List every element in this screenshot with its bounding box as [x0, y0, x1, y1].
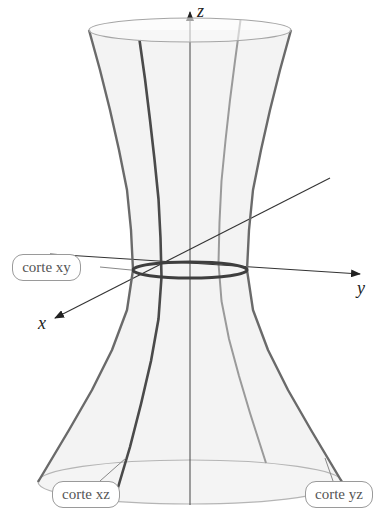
callout-box: corte xz: [52, 481, 120, 508]
yz-trace-right: [247, 30, 342, 482]
axis-label: x: [38, 314, 46, 332]
leader-line: [325, 458, 333, 481]
leader-line: [100, 458, 126, 481]
xz-trace-back: [219, 20, 267, 463]
leader-line: [100, 267, 131, 270]
axis-label: y: [357, 279, 365, 297]
y-axis: [50, 254, 360, 274]
xz-trace-front: [114, 40, 162, 501]
callout-text: corte xy: [22, 259, 71, 276]
callout-text: corte xz: [62, 486, 110, 503]
top-rim: [89, 18, 291, 42]
callout-text: corte yz: [315, 486, 363, 503]
x-axis: [55, 178, 330, 318]
z-axis: [190, 12, 191, 505]
xy-trace: [133, 262, 247, 278]
callout-box: corte xy: [12, 254, 81, 281]
callout-box: corte yz: [305, 481, 373, 508]
axis-label: z: [197, 2, 204, 20]
